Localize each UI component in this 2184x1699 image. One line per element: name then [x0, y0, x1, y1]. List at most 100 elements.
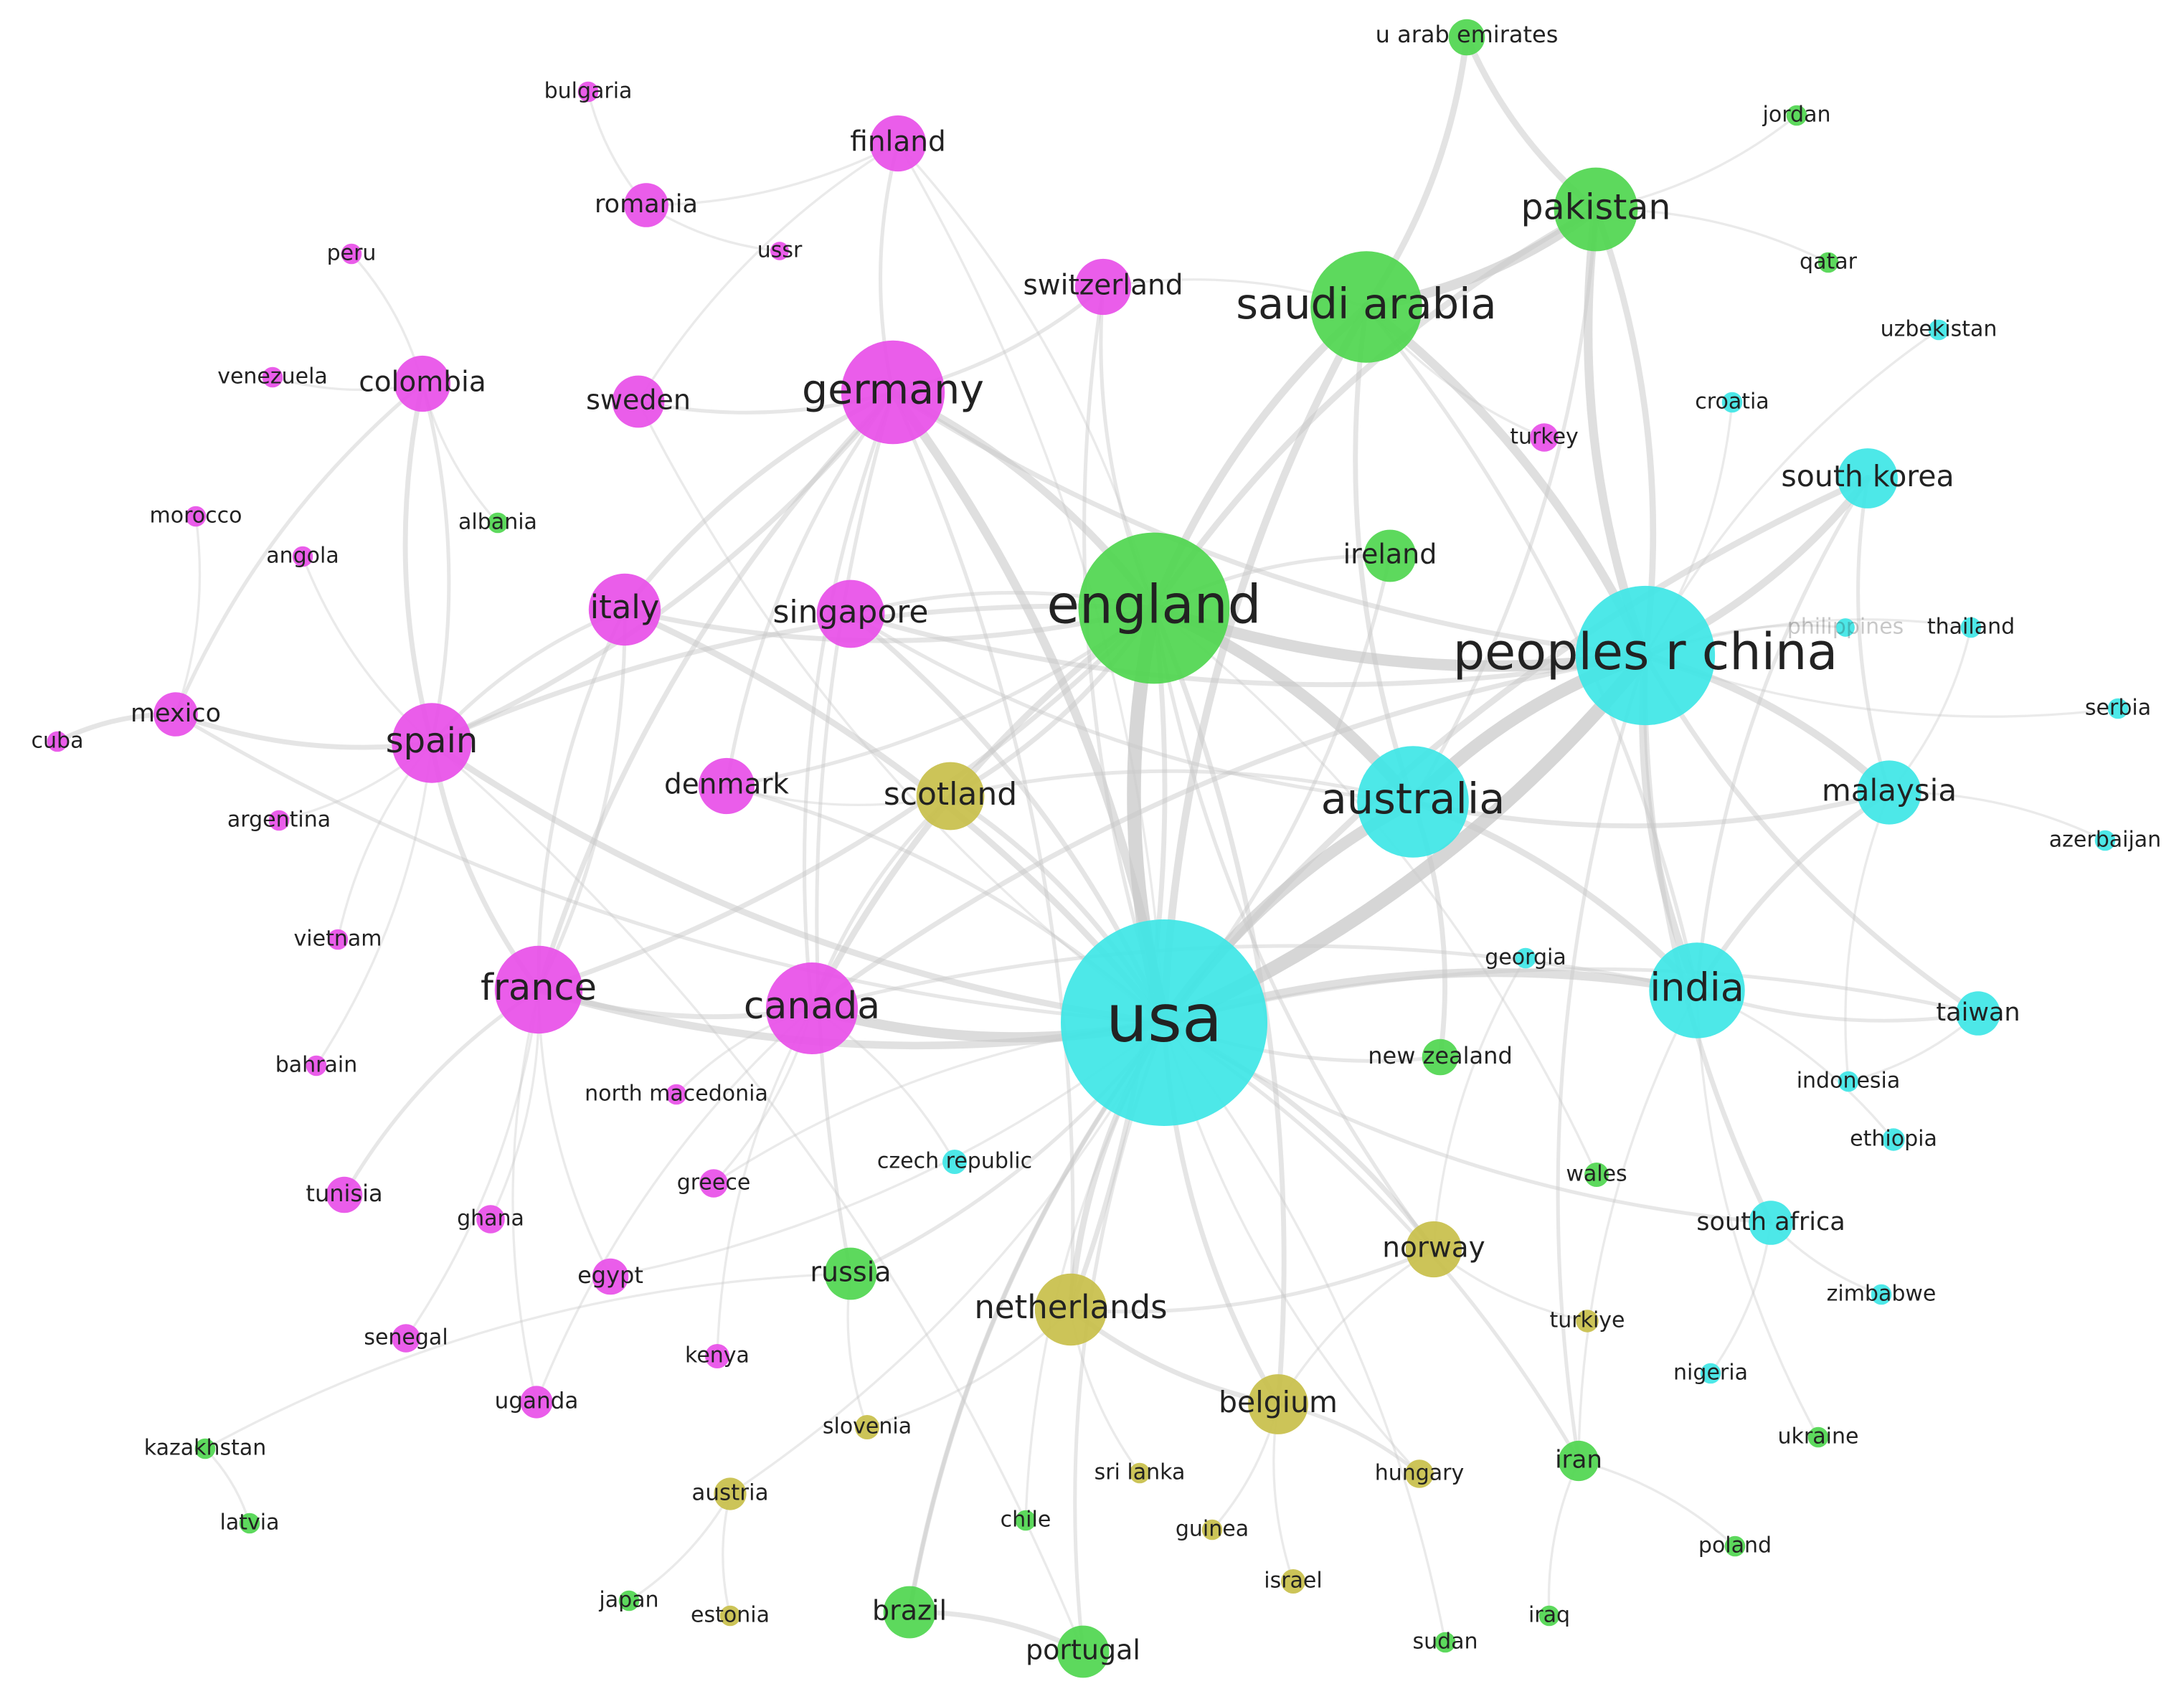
node-argentina[interactable]	[268, 810, 290, 831]
label-uganda: uganda	[495, 1388, 579, 1414]
node-malaysia[interactable]	[1857, 760, 1921, 825]
node-india[interactable]	[1649, 942, 1745, 1038]
node-senegal[interactable]	[392, 1324, 420, 1353]
node-mexico[interactable]	[153, 692, 198, 737]
node-portugal[interactable]	[1056, 1625, 1110, 1678]
node-indonesia[interactable]	[1838, 1071, 1859, 1092]
node-uganda[interactable]	[520, 1386, 553, 1419]
node-ghana[interactable]	[476, 1205, 505, 1234]
node-iraq[interactable]	[1538, 1605, 1560, 1627]
node-azerbaijan[interactable]	[2094, 830, 2116, 851]
node-northmacedonia[interactable]	[666, 1084, 687, 1105]
label-southkorea: south korea	[1781, 459, 1954, 493]
node-russia[interactable]	[824, 1247, 877, 1300]
node-finland[interactable]	[869, 115, 927, 172]
node-singapore[interactable]	[816, 579, 885, 648]
node-belgium[interactable]	[1248, 1374, 1308, 1434]
node-switzerland[interactable]	[1074, 258, 1132, 316]
node-czech[interactable]	[942, 1150, 967, 1174]
node-kazakhstan[interactable]	[194, 1438, 216, 1459]
node-egypt[interactable]	[592, 1258, 629, 1295]
node-tunisia[interactable]	[326, 1176, 363, 1213]
node-japan[interactable]	[618, 1590, 640, 1612]
node-serbia[interactable]	[2107, 698, 2129, 719]
node-chile[interactable]	[1015, 1510, 1036, 1531]
node-romania[interactable]	[624, 183, 668, 227]
node-kenya[interactable]	[705, 1344, 729, 1368]
node-bulgaria[interactable]	[577, 81, 599, 103]
node-estonia[interactable]	[719, 1605, 741, 1627]
node-slovenia[interactable]	[855, 1415, 879, 1439]
node-austria[interactable]	[714, 1477, 747, 1510]
node-venezuela[interactable]	[262, 366, 283, 388]
node-southkorea[interactable]	[1838, 448, 1898, 508]
node-zimbabwe[interactable]	[1871, 1284, 1892, 1305]
node-netherlands[interactable]	[1034, 1273, 1107, 1346]
node-israel[interactable]	[1281, 1569, 1305, 1594]
edge-canada-kenya	[716, 1007, 813, 1358]
node-ukraine[interactable]	[1807, 1426, 1829, 1448]
node-germany[interactable]	[841, 340, 945, 445]
node-thailand[interactable]	[1960, 617, 1982, 638]
label-norway: norway	[1382, 1232, 1485, 1264]
node-jordan[interactable]	[1786, 105, 1807, 126]
label-egypt: egypt	[577, 1262, 643, 1289]
node-denmark[interactable]	[698, 757, 755, 815]
node-china[interactable]	[1575, 585, 1716, 726]
node-philippines[interactable]	[1836, 618, 1855, 637]
node-ethiopia[interactable]	[1882, 1128, 1905, 1151]
label-vietnam: vietnam	[294, 927, 382, 952]
node-uzbekistan[interactable]	[1928, 319, 1949, 341]
node-colombia[interactable]	[394, 355, 451, 412]
label-wales: wales	[1566, 1162, 1627, 1187]
node-georgia[interactable]	[1515, 947, 1536, 969]
node-sweden[interactable]	[612, 375, 665, 428]
node-angola[interactable]	[292, 546, 313, 567]
node-vietnam[interactable]	[327, 929, 349, 950]
node-uae[interactable]	[1448, 19, 1485, 56]
node-peru[interactable]	[341, 243, 362, 265]
node-turkiye[interactable]	[1576, 1310, 1599, 1333]
node-saudi[interactable]	[1310, 251, 1422, 363]
node-hungary[interactable]	[1405, 1459, 1434, 1488]
node-srilanka[interactable]	[1129, 1462, 1150, 1484]
node-pakistan[interactable]	[1554, 167, 1638, 252]
label-cuba: cuba	[32, 729, 84, 754]
node-brazil[interactable]	[883, 1586, 936, 1639]
node-albania[interactable]	[487, 512, 509, 534]
node-bahrain[interactable]	[306, 1055, 327, 1076]
node-france[interactable]	[494, 945, 583, 1034]
node-ussr[interactable]	[770, 242, 789, 260]
node-guinea[interactable]	[1201, 1519, 1223, 1541]
node-qatar[interactable]	[1817, 252, 1839, 273]
edge-france-senegal	[405, 988, 540, 1340]
node-turkey[interactable]	[1530, 423, 1559, 452]
edge-germany-spain	[429, 389, 896, 746]
node-nigeria[interactable]	[1700, 1363, 1721, 1384]
node-norway[interactable]	[1405, 1221, 1462, 1278]
node-wales[interactable]	[1584, 1163, 1609, 1187]
node-england[interactable]	[1078, 532, 1230, 684]
node-newzealand[interactable]	[1422, 1038, 1459, 1076]
node-spain[interactable]	[392, 703, 472, 783]
label-portugal: portugal	[1026, 1634, 1140, 1666]
node-latvia[interactable]	[239, 1513, 260, 1534]
node-sudan[interactable]	[1434, 1632, 1456, 1653]
label-australia: australia	[1321, 774, 1505, 823]
node-scotland[interactable]	[916, 762, 985, 830]
node-southafrica[interactable]	[1749, 1201, 1793, 1245]
edge-england-norway	[1152, 606, 1436, 1251]
node-iran[interactable]	[1558, 1440, 1599, 1482]
node-usa[interactable]	[1061, 919, 1267, 1126]
node-australia[interactable]	[1357, 746, 1469, 858]
node-ireland[interactable]	[1363, 529, 1417, 582]
node-taiwan[interactable]	[1956, 991, 2000, 1036]
node-canada[interactable]	[766, 962, 858, 1054]
node-croatia[interactable]	[1721, 392, 1743, 413]
label-sweden: sweden	[586, 384, 691, 416]
node-cuba[interactable]	[47, 731, 68, 752]
node-greece[interactable]	[699, 1169, 728, 1198]
node-poland[interactable]	[1724, 1535, 1746, 1557]
node-morocco[interactable]	[185, 506, 207, 527]
node-italy[interactable]	[588, 573, 661, 646]
